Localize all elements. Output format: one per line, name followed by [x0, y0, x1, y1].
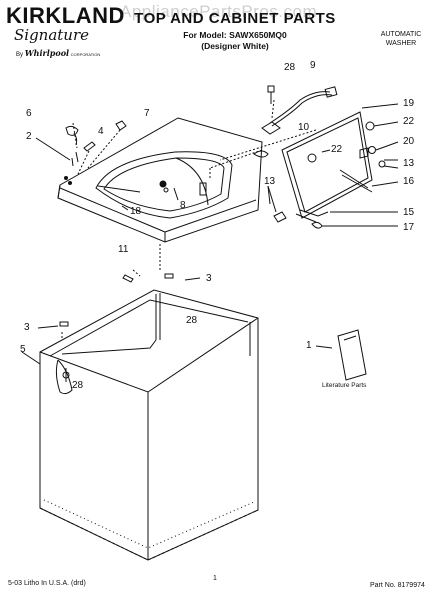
lid-frame	[273, 111, 373, 223]
part-1-literature-booklet	[337, 329, 367, 381]
callout-28-mid: 28	[186, 315, 198, 326]
brand-by-line: By Whirlpool CORPORATION	[16, 48, 100, 58]
callout-17: 17	[403, 222, 415, 233]
callout-22-right: 22	[403, 116, 415, 127]
washer-top-assembly	[57, 117, 263, 243]
callout-11: 11	[118, 244, 129, 255]
literature-parts-label: Literature Parts	[322, 382, 367, 389]
part-9-lid-switch	[261, 86, 338, 135]
part-22-bumper	[365, 121, 375, 131]
part-6-hinge	[65, 125, 79, 146]
part-13-screw	[378, 160, 386, 168]
part-7-clip	[115, 120, 127, 131]
brand-name: KIRKLAND	[6, 3, 125, 28]
callout-1: 1	[306, 340, 312, 351]
part-2-pins	[71, 151, 79, 167]
brand-script: Signature	[14, 26, 90, 44]
part-17-hinge	[311, 221, 323, 229]
callout-28-top: 28	[284, 62, 296, 73]
callout-16: 16	[403, 176, 415, 187]
callout-7: 7	[144, 108, 150, 119]
part-20-screw	[368, 146, 376, 154]
appliance-type: AUTOMATIC WASHER	[370, 30, 432, 48]
watermark: AppliancePartsPros.com	[120, 2, 318, 21]
callout-20: 20	[403, 136, 415, 147]
callout-3-lower: 3	[24, 322, 30, 333]
callout-10: 10	[298, 122, 310, 133]
callout-28-cabinet: 28	[72, 380, 84, 391]
part-28-screw-cabinet	[62, 368, 70, 382]
footer-part-number: Part No. 8179974	[370, 582, 425, 589]
brand-by-prefix: By	[16, 52, 24, 58]
callout-15: 15	[403, 207, 415, 218]
color-line: (Designer White)	[201, 41, 269, 51]
callout-19: 19	[403, 98, 415, 109]
callout-13-right: 13	[403, 158, 415, 169]
model-line: For Model: SAWX650MQ0	[183, 30, 287, 40]
part-3-clip-lower	[59, 321, 69, 327]
appliance-line-1: AUTOMATIC	[380, 31, 422, 38]
brand-manufacturer: Whirlpool	[24, 48, 70, 58]
part-4-screw	[83, 141, 96, 152]
callout-6: 6	[26, 108, 32, 119]
footer-litho: 5-03 Litho In U.S.A. (drd)	[8, 580, 86, 587]
part-10-bumper	[253, 150, 269, 158]
callout-18: 18	[130, 206, 142, 217]
footer-page-number: 1	[213, 575, 217, 582]
callout-22-center: 22	[331, 144, 343, 155]
part-28-screw-top	[267, 85, 275, 104]
callout-13-center: 13	[264, 176, 276, 187]
callout-3-upper: 3	[206, 273, 212, 284]
part-11-screw	[122, 274, 134, 283]
page-title: TOP AND CABINET PARTS	[134, 10, 336, 27]
callout-8: 8	[180, 200, 186, 211]
appliance-line-2: WASHER	[385, 40, 417, 47]
callout-5: 5	[20, 344, 26, 355]
callout-9: 9	[310, 60, 316, 71]
callout-2: 2	[26, 131, 32, 142]
callout-4: 4	[98, 126, 104, 137]
cabinet	[39, 289, 259, 561]
part-3-clip-upper	[164, 273, 174, 279]
brand-manufacturer-suffix: CORPORATION	[70, 52, 101, 57]
